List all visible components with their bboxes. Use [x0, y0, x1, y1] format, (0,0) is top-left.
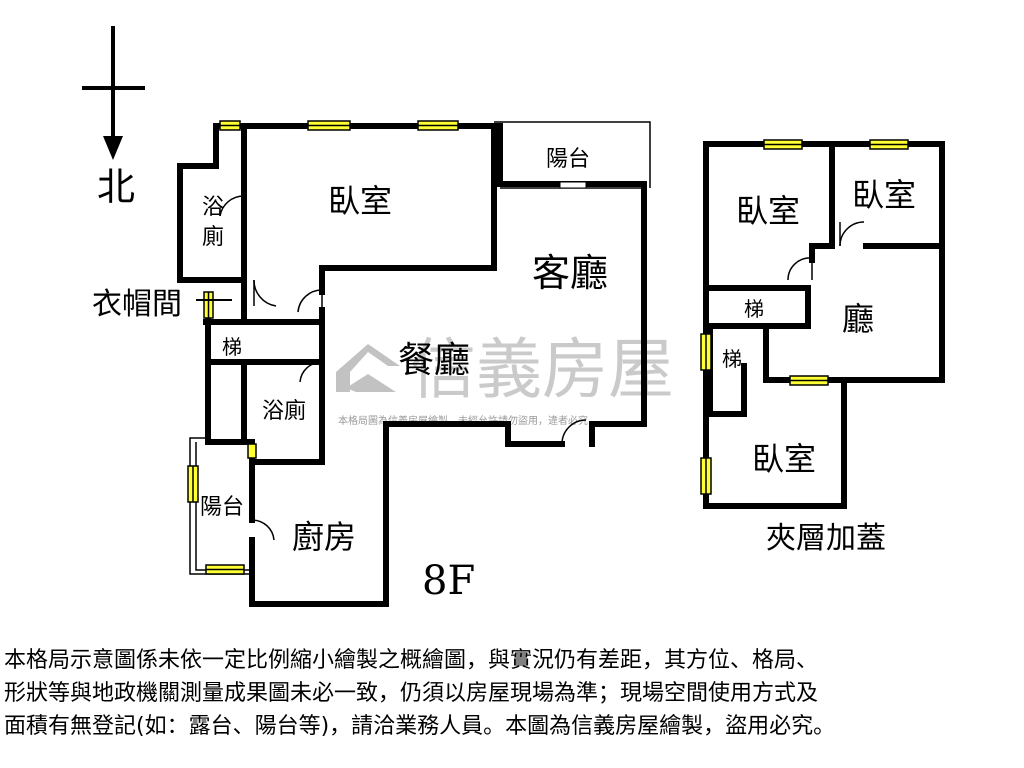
compass-label: 北	[97, 165, 135, 209]
room-cloakroom: 衣帽間	[92, 287, 182, 322]
room-bedroom-main: 臥室	[328, 182, 392, 220]
mezzanine-caption: 夾層加蓋	[766, 521, 886, 556]
room-living: 客廳	[532, 251, 608, 295]
room-mezz-stairs-b: 梯	[722, 347, 742, 371]
room-mezz-hall: 廳	[842, 300, 874, 338]
floor-label: 8F	[422, 558, 475, 604]
room-bath1-top: 浴	[202, 195, 224, 220]
watermark-brand: 信義房屋	[410, 331, 674, 408]
floor-plan: 北 信義房屋 本格局圖為信義房屋繪製，未經允許請勿盜用，違者必究	[82, 26, 945, 607]
room-mezz-bedroom-a: 臥室	[736, 192, 800, 230]
room-balcony-top: 陽台	[546, 147, 590, 172]
room-bath1-bottom: 廁	[202, 225, 224, 250]
door-swings	[219, 181, 598, 541]
north-arrow-icon	[82, 26, 145, 160]
disclaimer-line-2: 形狀等與地政機關測量成果圖未必一致，仍須以房屋現場為準；現場空間使用方式及	[4, 681, 819, 706]
room-balcony-left: 陽台	[200, 495, 244, 520]
windows	[187, 120, 909, 575]
room-mezz-stairs-a: 梯	[744, 297, 764, 321]
watermark: 信義房屋 本格局圖為信義房屋繪製，未經允許請勿盜用，違者必究	[336, 331, 674, 427]
room-dining: 餐廳	[398, 340, 470, 381]
room-kitchen: 廚房	[292, 518, 356, 556]
room-mezz-bedroom-b: 臥室	[852, 176, 916, 214]
disclaimer-line-1: 本格局示意圖係未依一定比例縮小繪製之概繪圖，與實況仍有差距，其方位、格局、	[4, 648, 819, 673]
room-bath2: 浴廁	[262, 399, 306, 424]
room-mezz-bedroom-c: 臥室	[752, 440, 816, 478]
mezzanine-door-swings	[787, 221, 865, 281]
room-stairs-main: 梯	[222, 335, 242, 359]
brand-logo-icon	[336, 344, 400, 392]
disclaimer: 本格局示意圖係未依一定比例縮小繪製之概繪圖，與實況仍有差距，其方位、格局、 形狀…	[4, 644, 1020, 743]
mezzanine-walls	[703, 141, 945, 509]
disclaimer-line-3: 面積有無登記(如：露台、陽台等)，請洽業務人員。本圖為信義房屋繪製，盜用必究。	[4, 714, 836, 739]
